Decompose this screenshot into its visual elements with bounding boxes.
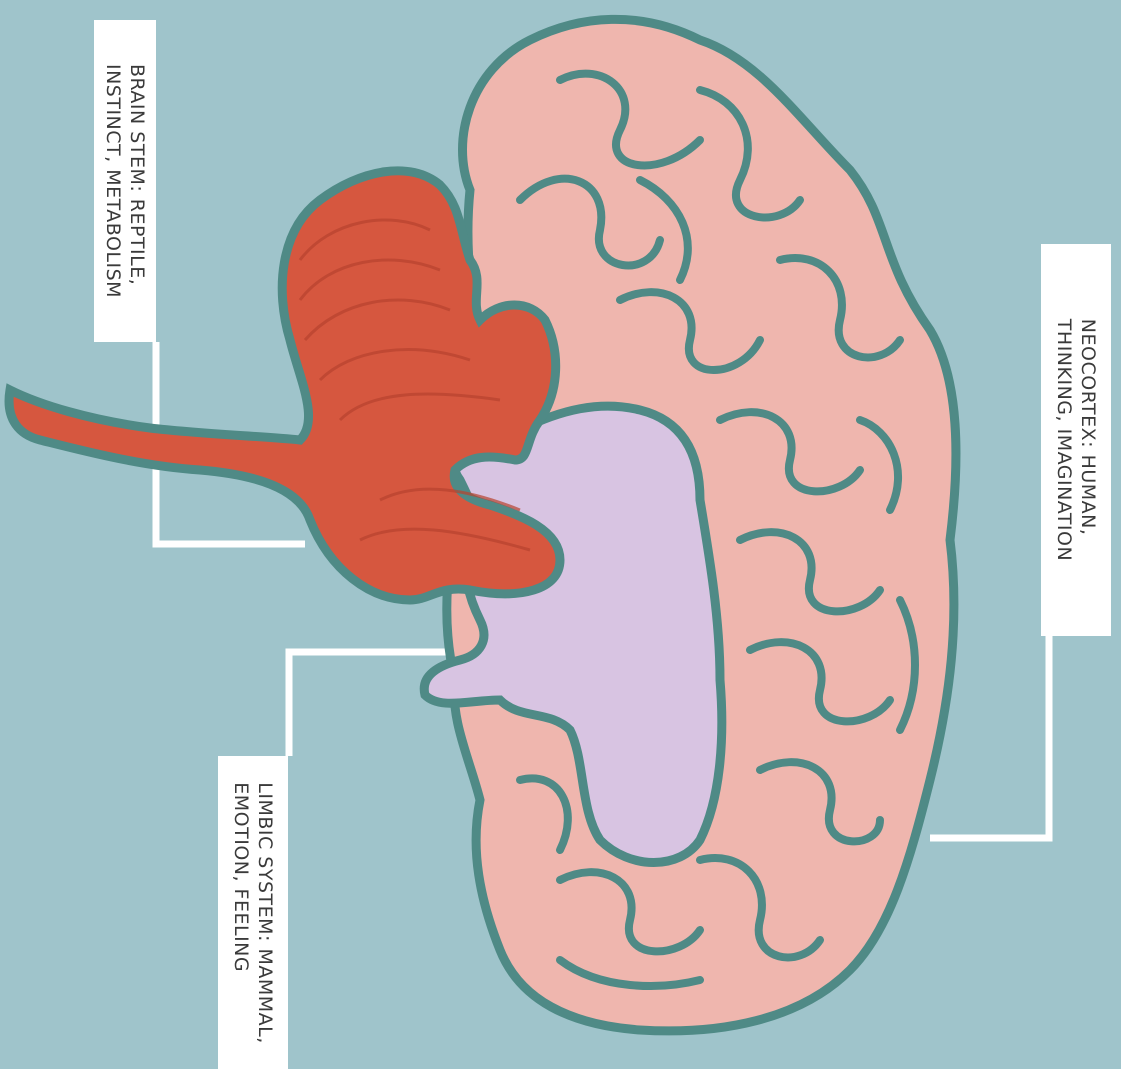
brain-stem-label-line-1: BRAIN STEM: REPTILE, xyxy=(125,64,149,298)
limbic-system-label: LIMBIC SYSTEM: MAMMAL, EMOTION, FEELING xyxy=(218,756,288,1069)
limbic-system-label-line-1: LIMBIC SYSTEM: MAMMAL, xyxy=(253,782,277,1044)
limbic-system-label-line-2: EMOTION, FEELING xyxy=(229,782,253,1044)
neocortex-label: NEOCORTEX: HUMAN, THINKING, IMAGINATION xyxy=(1041,244,1111,636)
brain-stem-label: BRAIN STEM: REPTILE, INSTINCT, METABOLIS… xyxy=(94,20,156,342)
brain-stem-label-line-2: INSTINCT, METABOLISM xyxy=(101,64,125,298)
neocortex-label-line-2: THINKING, IMAGINATION xyxy=(1052,319,1076,561)
neocortex-label-line-1: NEOCORTEX: HUMAN, xyxy=(1076,319,1100,561)
